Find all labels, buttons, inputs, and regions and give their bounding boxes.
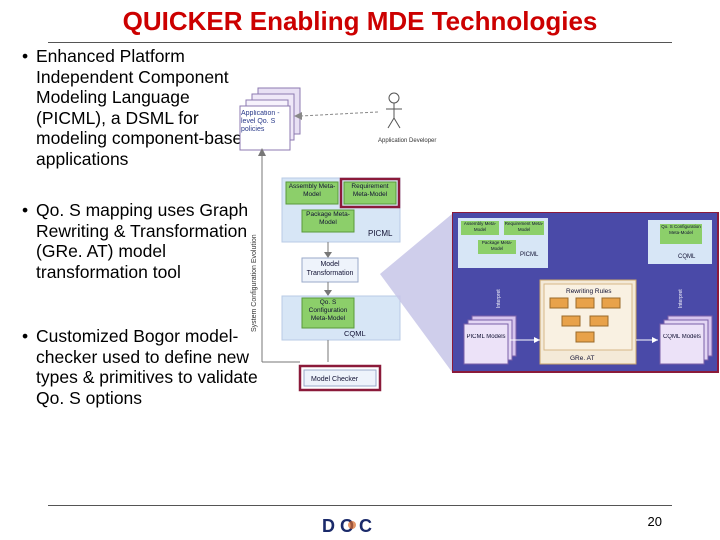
zoom-qos-config-label: Qo. S Configuration Meta-Model [661,224,701,235]
cqml-models-stack-icon [659,315,713,365]
arrow-down-icon [324,290,332,296]
developer-arrow [299,111,379,117]
bullet-text: Enhanced Platform Independent Component … [36,46,252,169]
assembly-label: Assembly Meta-Model [288,183,336,198]
zoom-qos-config-box [660,224,702,244]
slide-title: QUICKER Enabling MDE Technologies [122,6,598,36]
picml-label: PICML [368,229,393,238]
model-checker-box [303,369,377,387]
assembly-meta-model-box [285,181,339,205]
zoom-right-side-label: Interpret [678,289,684,308]
rewriting-rules-label: Rewriting Rules [566,288,612,295]
requirement-meta-model-box [343,181,397,205]
zoom-package-label: Package Meta-Model [481,240,513,251]
zoom-cqml-label: CQML [678,254,696,260]
bullet-text: Customized Bogor model-checker used to d… [36,326,258,408]
arrow-right-icon [534,337,540,343]
footer-divider [48,505,672,506]
requirement-label: Requirement Meta-Model [351,183,389,198]
cqml-label: CQML [344,329,366,338]
zoom-picml-label: PICML [520,252,539,258]
qos-config-label: Qo. S Configuration Meta-Model [308,299,348,322]
model-transformation-box [301,257,359,283]
zoom-assembly-label: Assembly Meta-Model [463,221,497,232]
zoom-assembly-box [461,221,499,235]
arrowhead-icon [294,112,302,120]
mde-workflow-diagram: Application -level Qo. S policies Applic… [239,87,436,392]
bullet-text: Qo. S mapping uses Graph Rewriting & Tra… [36,200,249,282]
picml-models-label: PICML Models [466,334,506,340]
arrow-right-icon [652,337,658,343]
developer-icon [386,92,402,129]
qos-config-meta-model-box [301,297,355,329]
model-checker-highlight [298,364,382,392]
zoom-left-side-label: Interpret [496,289,502,308]
model-transformation-label: Model Transformation [306,261,354,277]
model-checker-label: Model Checker [311,376,359,383]
zoom-requirement-label: Requirement Meta-Model [504,221,544,232]
arrow-up-icon [258,148,266,156]
zoom-requirement-box [504,221,544,235]
cqml-models-label: CQML Models [662,334,702,340]
developer-label: Application Developer [378,138,436,144]
rule-graph-icon [549,297,621,343]
bullet-dot: • [22,46,29,66]
bullet-item: • Qo. S mapping uses Graph Rewriting & T… [22,200,258,282]
arrow-down-icon [324,252,332,258]
doc-logo-icon: D O C [322,516,372,536]
picml-models-stack-icon [463,315,517,365]
page-number: 20 [647,514,662,529]
requirement-highlight [339,177,401,209]
zoom-package-box [478,240,516,254]
zoom-callout-wedge [380,214,452,372]
bullet-dot: • [22,200,29,220]
evolution-label: System Configuration Evolution [251,234,258,332]
title-divider [48,42,672,43]
great-zoom-panel: Assembly Meta-Model Requirement Meta-Mod… [452,212,719,373]
policy-documents-icon [239,87,301,151]
bullet-item: • Enhanced Platform Independent Componen… [22,46,258,169]
bullet-dot: • [22,326,29,346]
package-label: Package Meta-Model [306,211,350,226]
package-meta-model-box [301,209,355,233]
great-label: GRe. AT [570,355,594,362]
bullet-item: • Customized Bogor model-checker used to… [22,326,258,408]
doc-logo-text: D O C [322,516,372,536]
policies-label: Application -level Qo. S policies [241,110,280,133]
